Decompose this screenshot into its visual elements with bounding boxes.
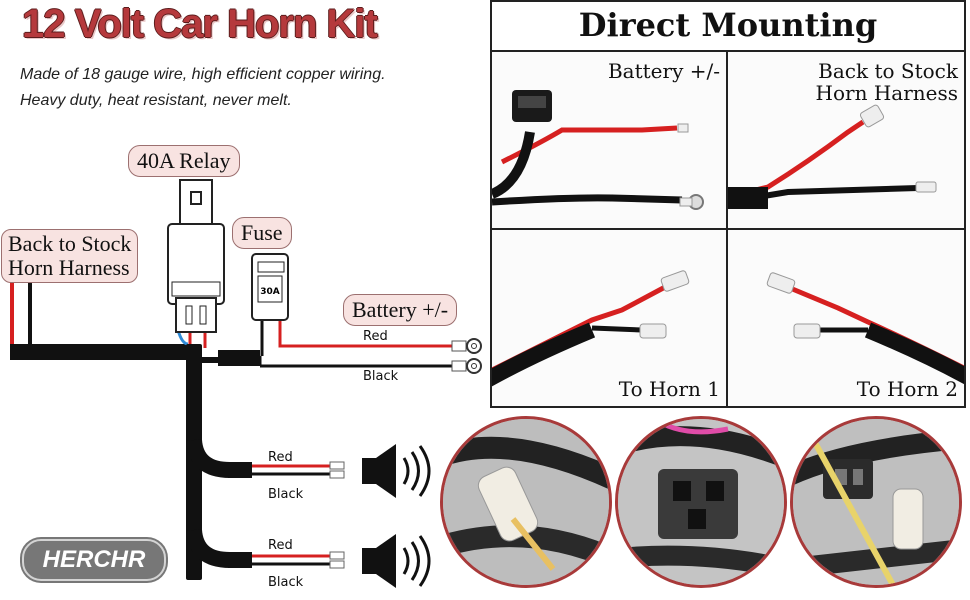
speaker-icon xyxy=(362,444,431,498)
cell-horn2-label: To Horn 2 xyxy=(856,377,958,401)
photo-spade-connector xyxy=(440,416,612,588)
fuse-callout: Fuse xyxy=(232,217,292,249)
cell-stock-harness-label: Back to Stock Horn Harness xyxy=(816,60,958,104)
battery-red-label: Red xyxy=(363,329,388,344)
horn2-red-label: Red xyxy=(268,538,293,553)
horn2-black-label: Black xyxy=(268,575,304,590)
stock-harness-line-1: Back to Stock xyxy=(8,231,132,256)
wiring-diagram: 30A xyxy=(10,179,482,588)
photo-fuse-holder xyxy=(790,416,962,588)
battery-black-label: Black xyxy=(363,369,399,384)
horn1-wires-photo xyxy=(483,270,690,387)
ring-terminal-icon xyxy=(451,338,482,374)
stock-harness-wires-photo xyxy=(727,104,937,209)
fuse-icon: 30A xyxy=(251,253,289,321)
photo-relay-socket xyxy=(615,416,787,588)
horn2-terminals xyxy=(329,551,345,569)
spade-terminal-icon xyxy=(443,419,609,585)
cell-stock-line-2: Horn Harness xyxy=(815,81,958,105)
cell-horn2: To Horn 2 xyxy=(726,228,970,408)
page-title: 12 Volt Car Horn Kit xyxy=(22,2,378,46)
horn1-terminals xyxy=(329,461,345,479)
cell-stock-harness: Back to Stock Horn Harness xyxy=(726,50,966,230)
cell-battery-label: Battery +/- xyxy=(607,59,720,83)
cell-battery: Battery +/- xyxy=(489,50,728,230)
main-harness xyxy=(10,344,190,360)
svg-text:30A: 30A xyxy=(260,287,280,297)
brand-logo: HERCHR xyxy=(22,539,166,581)
cell-horn1-label: To Horn 1 xyxy=(618,377,720,401)
relay-icon xyxy=(167,179,225,333)
cell-horn1: To Horn 1 xyxy=(483,228,728,408)
description-line-1: Made of 18 gauge wire, high efficient co… xyxy=(20,66,386,83)
relay-callout: 40A Relay xyxy=(128,145,240,177)
battery-callout: Battery +/- xyxy=(343,294,458,326)
stock-harness-line-2: Horn Harness xyxy=(8,255,130,280)
horn1-black-label: Black xyxy=(268,487,304,502)
horn1-red-label: Red xyxy=(268,450,293,465)
direct-mounting-title: Direct Mounting xyxy=(578,6,878,44)
speaker-icon xyxy=(362,534,431,588)
cell-stock-line-1: Back to Stock xyxy=(818,59,958,83)
battery-wires-photo xyxy=(489,90,704,210)
stock-harness-callout: Back to Stock Horn Harness xyxy=(1,229,139,283)
horn2-wires-photo xyxy=(766,272,970,387)
description-line-2: Heavy duty, heat resistant, never melt. xyxy=(20,92,292,109)
